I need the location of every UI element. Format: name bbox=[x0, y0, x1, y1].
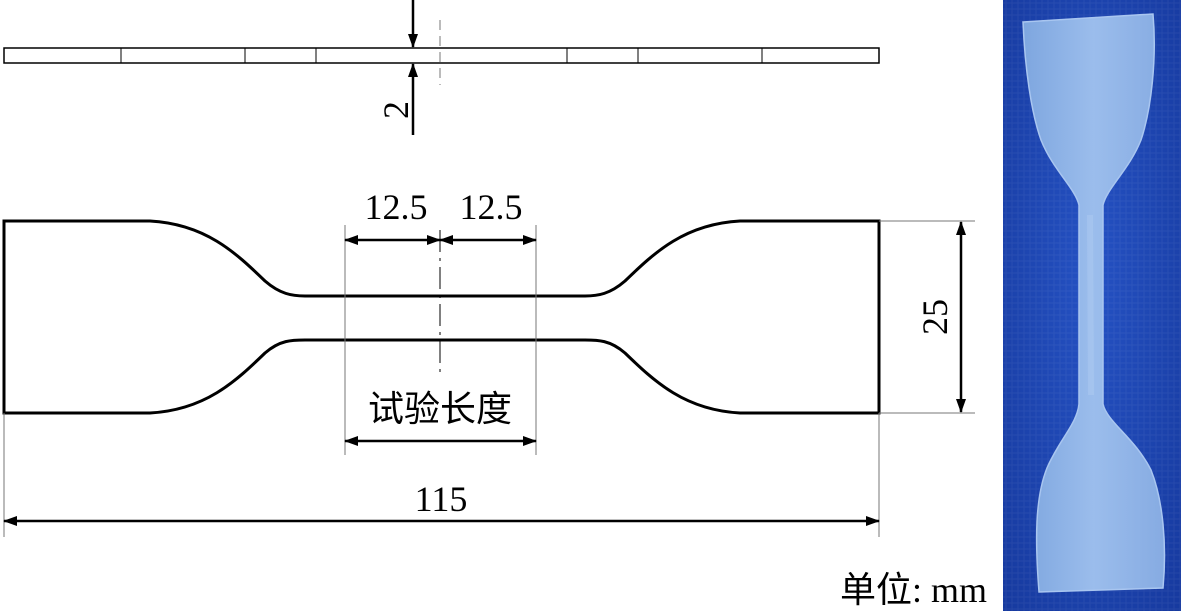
test-length-label: 试验长度 bbox=[368, 389, 512, 429]
side-view-segment-lines bbox=[120, 48, 763, 63]
overall-length-label: 115 bbox=[415, 479, 468, 519]
gauge-extension-lines bbox=[344, 225, 537, 455]
side-view: 2 bbox=[3, 0, 880, 135]
specimen-outline bbox=[2, 219, 881, 415]
photo-specimen-highlight bbox=[1087, 215, 1094, 395]
specimen-drawing: 2 12.5 12.5 试验长度 25 115 bbox=[2, 0, 987, 610]
gauge-half-right-label: 12.5 bbox=[460, 187, 523, 227]
gauge-half-left-label: 12.5 bbox=[365, 187, 428, 227]
side-view-strip bbox=[3, 47, 880, 64]
top-view: 12.5 12.5 试验长度 25 115 bbox=[2, 187, 975, 537]
specimen-photo bbox=[1003, 0, 1181, 611]
width-label: 25 bbox=[915, 299, 955, 335]
thickness-label: 2 bbox=[376, 101, 416, 119]
photo-specimen bbox=[1022, 13, 1166, 593]
units-label: 单位: mm bbox=[840, 570, 987, 610]
